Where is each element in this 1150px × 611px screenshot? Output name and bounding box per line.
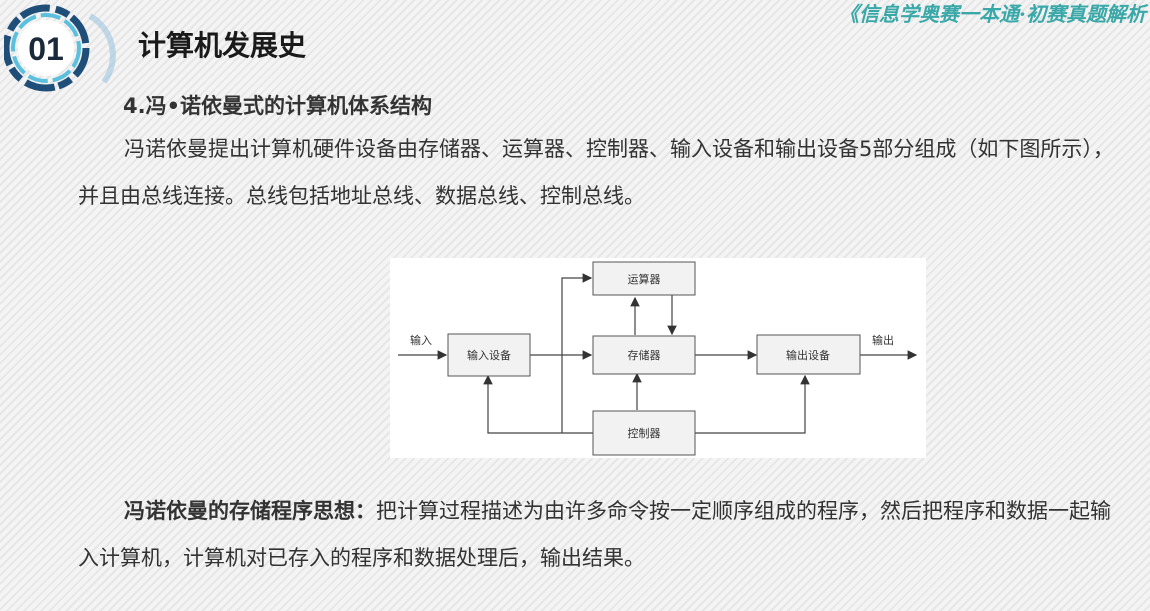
stored-program-text: 把计算过程描述为由许多命令按一定顺序组成的程序，然后把程序和数据一起输入计算机，… <box>78 499 1111 570</box>
series-title: 《信息学奥赛一本通·初赛真题解析 <box>839 2 1146 26</box>
badge-number: 01 <box>28 31 64 67</box>
section-badge-logo: 01 <box>4 4 116 92</box>
alu-box: 运算器 <box>628 272 661 286</box>
memory-box: 存储器 <box>628 348 661 362</box>
output-label: 输出 <box>872 333 894 347</box>
controller-box: 控制器 <box>628 426 661 440</box>
input-device-box: 输入设备 <box>467 348 511 362</box>
page-title: 计算机发展史 <box>138 29 307 62</box>
section-subtitle: 4.冯•诺依曼式的计算机体系结构 <box>123 94 433 118</box>
paragraph-hardware: 冯诺依曼提出计算机硬件设备由存储器、运算器、控制器、输入设备和输出设备5部分组成… <box>78 137 1114 208</box>
output-device-box: 输出设备 <box>786 348 830 362</box>
paragraph-stored-program: 冯诺依曼的存储程序思想：把计算过程描述为由许多命令按一定顺序组成的程序，然后把程… <box>78 488 1118 582</box>
stored-program-heading: 冯诺依曼的存储程序思想： <box>124 499 376 523</box>
von-neumann-diagram: 输入 输出 运算器 输入设备 存储器 输出设备 控制器 <box>390 258 926 458</box>
input-label: 输入 <box>410 333 432 347</box>
